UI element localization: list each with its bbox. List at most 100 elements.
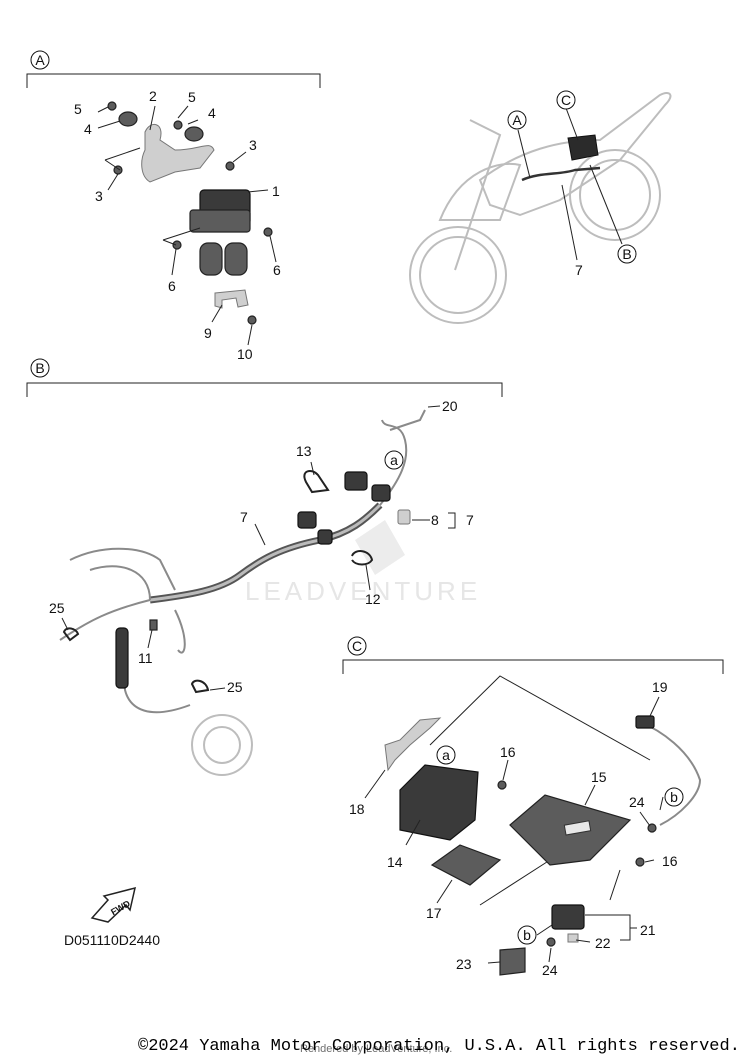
callout-20: 20 [442, 398, 458, 414]
harness-branches [59, 547, 191, 714]
stay-part [214, 289, 249, 309]
callout-23: 23 [456, 956, 472, 972]
bike-marker-a [507, 110, 527, 130]
nut-part [173, 120, 183, 130]
bolt-part [247, 315, 257, 325]
watermark: LEADVENTURE [245, 520, 481, 606]
callout-4: 4 [84, 121, 92, 137]
section-b-bracket [26, 382, 503, 397]
callout-5: 5 [74, 101, 82, 117]
lead-19 [639, 721, 702, 826]
marker-b [664, 787, 684, 807]
marker-b [517, 925, 537, 945]
fuse-part [397, 509, 411, 525]
bracket-part [141, 124, 215, 183]
motorcycle-illustration: A C B 7 [409, 90, 672, 324]
bike-marker-c [556, 90, 576, 110]
callout-1: 1 [272, 183, 280, 199]
callout-5: 5 [188, 89, 196, 105]
callout-12: 12 [365, 591, 381, 607]
leader [427, 405, 441, 408]
copyright-text: ©2024 Yamaha Motor Corporation, U.S.A. A… [138, 1037, 740, 1056]
bolt-part [263, 227, 273, 237]
leader [536, 924, 553, 936]
leader [97, 106, 109, 113]
leader [659, 796, 664, 811]
watermark-text: LEADVENTURE [245, 576, 481, 606]
section-c-label: C [352, 638, 362, 654]
callout-16: 16 [662, 853, 678, 869]
section-a-label: A [35, 52, 45, 68]
ecu-14 [399, 764, 479, 841]
section-b: B a 7 8 7 11 1 [26, 358, 503, 776]
section-b-marker [30, 358, 50, 378]
leader [177, 105, 189, 119]
guide-line [479, 859, 621, 906]
fwd-arrow-icon [90, 886, 137, 923]
section-c-marker-a: a [442, 747, 450, 763]
lead-19-connector [635, 715, 655, 729]
regulator-fins [189, 209, 251, 233]
callout-25: 25 [49, 600, 65, 616]
leader [187, 119, 199, 125]
leader [211, 304, 223, 323]
harness-branch-20 [389, 409, 426, 431]
rear-wheel [569, 149, 661, 241]
nut-part [107, 101, 117, 111]
connector [371, 484, 391, 502]
section-a: A 1 2 3 3 [26, 50, 321, 362]
callout-3: 3 [95, 188, 103, 204]
leader [436, 879, 453, 904]
bike-label-c: C [561, 92, 571, 108]
leader [585, 914, 637, 941]
case-window [563, 820, 592, 836]
callout-19: 19 [652, 679, 668, 695]
leader [639, 811, 651, 827]
front-wheel [409, 226, 507, 324]
callout-15: 15 [591, 769, 607, 785]
clamp-12 [351, 550, 374, 566]
bike-label-b: B [622, 246, 631, 262]
connector [297, 511, 317, 529]
leader [364, 769, 386, 799]
bolt-part [225, 161, 235, 171]
leader [232, 151, 247, 163]
callout-7: 7 [575, 262, 583, 278]
bolt-16 [635, 857, 645, 867]
callout-22: 22 [595, 935, 611, 951]
coil-right [224, 242, 248, 276]
front-wheel-rim [419, 236, 497, 314]
callout-6: 6 [273, 262, 281, 278]
section-c-marker [347, 636, 367, 656]
section-c: C [342, 636, 724, 978]
callout-9: 9 [204, 325, 212, 341]
callout-24: 24 [542, 962, 558, 978]
fuse-22 [567, 933, 579, 943]
section-c-marker-b: b [670, 789, 678, 805]
callout-14: 14 [387, 854, 403, 870]
callout-17: 17 [426, 905, 442, 921]
stator [191, 714, 253, 776]
bike-marker-b [617, 244, 637, 264]
callout-10: 10 [237, 346, 253, 362]
leader [209, 687, 226, 691]
frame [478, 92, 672, 217]
callout-2: 2 [149, 88, 157, 104]
leader [565, 107, 579, 141]
connector [317, 529, 333, 545]
bolt-24 [546, 937, 556, 947]
marker-a [436, 745, 456, 765]
front-fender [438, 162, 522, 221]
callout-4: 4 [208, 105, 216, 121]
leader [405, 819, 421, 846]
callout-21: 21 [640, 922, 656, 938]
section-a-bracket [26, 73, 321, 88]
guide-line [429, 675, 651, 761]
sensor-lead [115, 627, 129, 689]
bike-label-a: A [512, 112, 522, 128]
leader [575, 939, 591, 943]
grommet-part [184, 126, 204, 142]
leader [104, 147, 141, 191]
leader [247, 324, 253, 346]
